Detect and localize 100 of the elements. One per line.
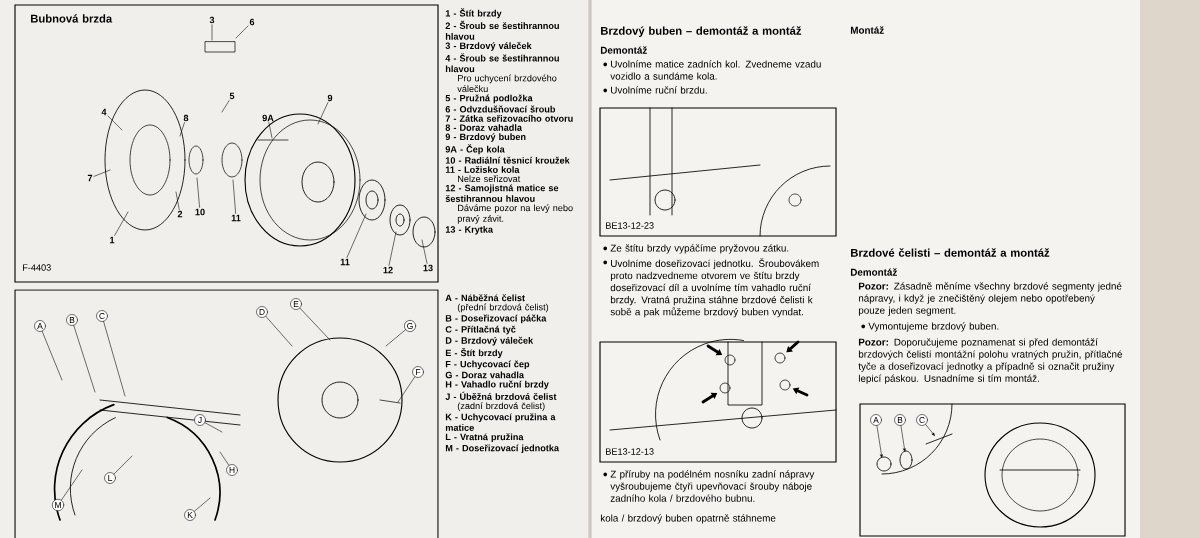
legend-note: (zadní brzdová čelist) [457, 402, 545, 411]
legend-entry: E - Štít brzdy [445, 347, 503, 358]
callout-number: 11 [340, 258, 350, 266]
legend-entry: 9 - Brzdový buben [445, 133, 526, 142]
callout-number: 9A [262, 114, 274, 122]
leader-line [196, 177, 200, 208]
leader-line [876, 425, 883, 458]
callout-letter: K [184, 509, 196, 521]
callout-number: 10 [195, 208, 205, 216]
leader-line [388, 231, 397, 266]
legend-entry: 11 - Ložisko kola [445, 166, 520, 173]
legend-entry: A - Náběžná čelist [445, 294, 525, 302]
callout-number: 4 [101, 108, 107, 116]
leader-line [346, 213, 367, 258]
paragraph: Uvolníme doseřizovací jednotku. Šroubovákem proto nadzvedneme otvorem ve štítu brzdy doseřizovací díl a uvolníme tím vahadlo ruční brzdy. Vratná pružina stáhne brzdové čelisti k sobě a pak můžeme brzdový buben vyndat. [610, 258, 819, 318]
callout-letter: H [226, 464, 238, 476]
legend-entry: F - Uchycovací čep [445, 360, 530, 370]
callout-letter: G [404, 320, 416, 332]
legend-entry: L - Vratná pružina [445, 433, 524, 442]
legend-entry: 4 - Šroub se šestihrannou hlavou [445, 53, 559, 73]
figure-code: BE13-12-13 [606, 448, 654, 455]
leader-line [103, 321, 126, 397]
callout-number: 2 [177, 210, 183, 218]
legend-note: Pro uchycení brzdového válečku [457, 74, 557, 93]
legend-entry: 9A - Čep kola [445, 144, 505, 155]
callout-letter: B [894, 414, 906, 426]
legend-entry: G - Doraz vahadla [445, 371, 525, 379]
callout-number: 5 [229, 92, 235, 100]
paragraph: Pozor: Zásadně měníme všechny brzdové segmenty jedné nápravy, i když je znečištěný olejem nebo opotřebený pouze jeden segment. [858, 282, 1122, 316]
legend-entry: 2 - Šroub se šestihrannou hlavou [445, 20, 559, 40]
leader-line [179, 122, 185, 137]
leader-line [204, 422, 223, 433]
subheading: Demontáž [850, 268, 897, 276]
leader-line [232, 179, 236, 214]
leader-line [41, 331, 63, 381]
legend-entry: K - Uchycovací pružina a matice [445, 413, 556, 431]
leader-line [73, 325, 96, 393]
section-heading: Brzdové čelisti – demontáž a montáž [851, 248, 1050, 257]
callout-letter: D [256, 306, 268, 318]
section-heading: Brzdový buben – demontáž a montáž [601, 26, 802, 37]
callout-letter: C [916, 414, 928, 426]
leader-line [421, 239, 428, 264]
callout-letter: L [104, 472, 116, 484]
callout-letter: M [51, 499, 65, 512]
leader-line [385, 329, 406, 347]
section-heading: Bubnová brzda [31, 14, 113, 23]
leader-line [93, 169, 111, 177]
legend-entry: 12 - Samojistná matice se šestihrannou hlavou [445, 184, 559, 202]
legend-note: Nelze seřizovat [458, 175, 521, 183]
legend-entry: 5 - Pružná podložka [445, 94, 533, 104]
callout-letter: B [66, 314, 78, 326]
leader-line [299, 307, 331, 341]
legend-note: (přední brzdová čelist) [457, 303, 549, 313]
legend-entry: 3 - Brzdový váleček [445, 42, 532, 51]
callout-letter: C [96, 310, 108, 322]
callout-letter: A [34, 320, 46, 332]
subheading: Montáž [850, 26, 884, 34]
paragraph: Pozor: Doporučujeme poznamenat si před demontáží brzdových čelistí montážní polohu vratných pružin, přítlačné tyče a doseřizovací jednotky a případně si označit pružiny lepicí páskou. Usnadníme si tím montáž. [858, 338, 1122, 384]
paragraph: kola / brzdový buben opatrně stáhneme [600, 514, 776, 524]
paragraph: Ze štítu brzdy vypáčíme pryžovou zátku. [610, 244, 789, 254]
callout-number: 1 [110, 236, 115, 244]
legend-entry: J - Úběžná brzdová čelist [445, 391, 557, 400]
leader-line [114, 211, 129, 236]
leader-line [317, 102, 329, 125]
leader-line [107, 115, 123, 131]
leader-line [397, 376, 416, 403]
leader-line [61, 469, 83, 501]
legend-entry: M - Doseřizovací jednotka [445, 444, 560, 454]
callout-number: 12 [383, 266, 393, 274]
leader-line [194, 497, 211, 512]
legend-entry: C - Přítlačná tyč [445, 325, 516, 335]
leader-line [211, 24, 213, 41]
subheading: Demontáž [600, 46, 647, 54]
legend-note: Dáváme pozor na levý nebo pravý závit. [457, 204, 573, 224]
paragraph: Uvolníme matice zadních kol. Zvedneme vzadu vozidlo a sundáme kola. [610, 60, 821, 80]
leader-line [113, 455, 133, 475]
leader-line [265, 316, 293, 347]
callout-number: 8 [183, 114, 189, 122]
callout-number: 11 [231, 214, 241, 222]
leader-line [219, 451, 230, 466]
paragraph: Vymontujeme brzdový buben. [868, 322, 999, 332]
leader-line [175, 191, 180, 210]
legend-entry: 7 - Zátka seřizovacího otvoru [445, 114, 573, 122]
legend-entry: 6 - Odvzdušňovací šroub [445, 105, 556, 113]
figure-code: BE13-12-23 [606, 222, 654, 229]
callout-letter: A [870, 414, 882, 426]
callout-number: 3 [209, 16, 215, 24]
leader-line [925, 424, 935, 436]
leader-line [221, 100, 230, 113]
callout-number: 9 [327, 94, 333, 102]
callout-letter: F [412, 366, 424, 378]
legend-entry: 13 - Krytka [445, 226, 494, 235]
leader-line [235, 25, 249, 39]
figure-code: F-4403 [23, 264, 51, 271]
callout-letter: E [290, 298, 302, 310]
paragraph: Uvolníme ruční brzdu. [611, 86, 707, 94]
callout-letter: J [194, 414, 206, 426]
legend-entry: 10 - Radiální těsnicí kroužek [445, 156, 570, 164]
legend-entry: 8 - Doraz vahadla [445, 124, 522, 131]
callout-number: 6 [249, 18, 255, 26]
